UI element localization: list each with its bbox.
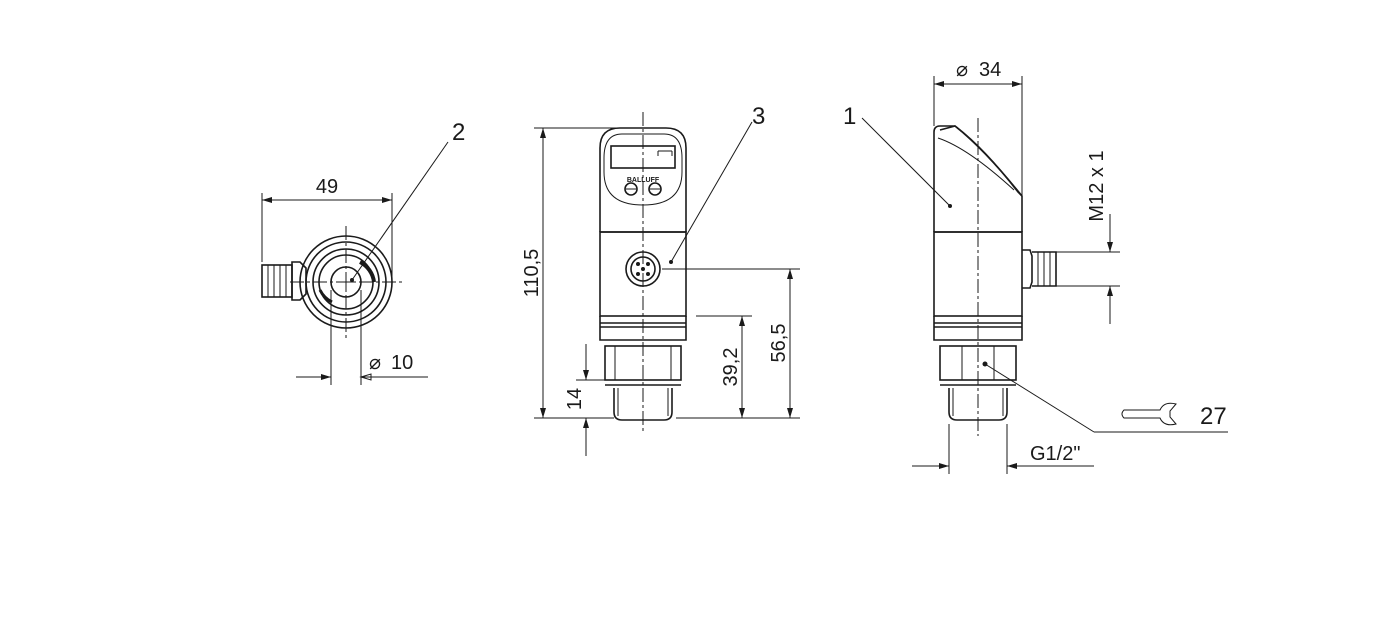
button-left [624,182,638,196]
callout-2: 2 [452,119,465,146]
dim-thread-g12: G1/2" [1030,443,1080,465]
svg-text:10: 10 [391,352,413,374]
dim-thread-m12: M12 x 1 [1086,150,1108,221]
dim-wrench-27: 27 [1200,403,1227,430]
dim-height-110-5: 110,5 [521,249,543,298]
side-view-connector [1022,249,1057,289]
balluff-logo: BALLUFF [627,177,660,184]
diameter-symbol: ⌀ [369,352,381,374]
front-view-head [599,127,687,232]
dim-height-56-5: 56,5 [768,324,790,363]
dim-width-49: 49 [316,176,338,198]
diameter-symbol: ⌀ [956,59,968,81]
dim-dia-34: ⌀ 34 [956,59,1001,81]
button-right [648,182,662,196]
wrench-icon [1121,402,1177,426]
svg-text:34: 34 [979,59,1001,81]
dim-height-39-2: 39,2 [720,348,742,387]
front-view: BALLUFF 110,5 [521,103,800,456]
callout-1: 1 [843,103,856,130]
dim-height-14: 14 [564,388,586,410]
top-view-connector [261,261,307,301]
top-view: 49 ⌀ 10 2 [261,119,465,385]
side-view: ⌀ 34 M12 x 1 G1/2" 27 1 [843,59,1228,474]
callout-3: 3 [752,103,765,130]
dim-dia-10: ⌀ 10 [369,352,413,374]
